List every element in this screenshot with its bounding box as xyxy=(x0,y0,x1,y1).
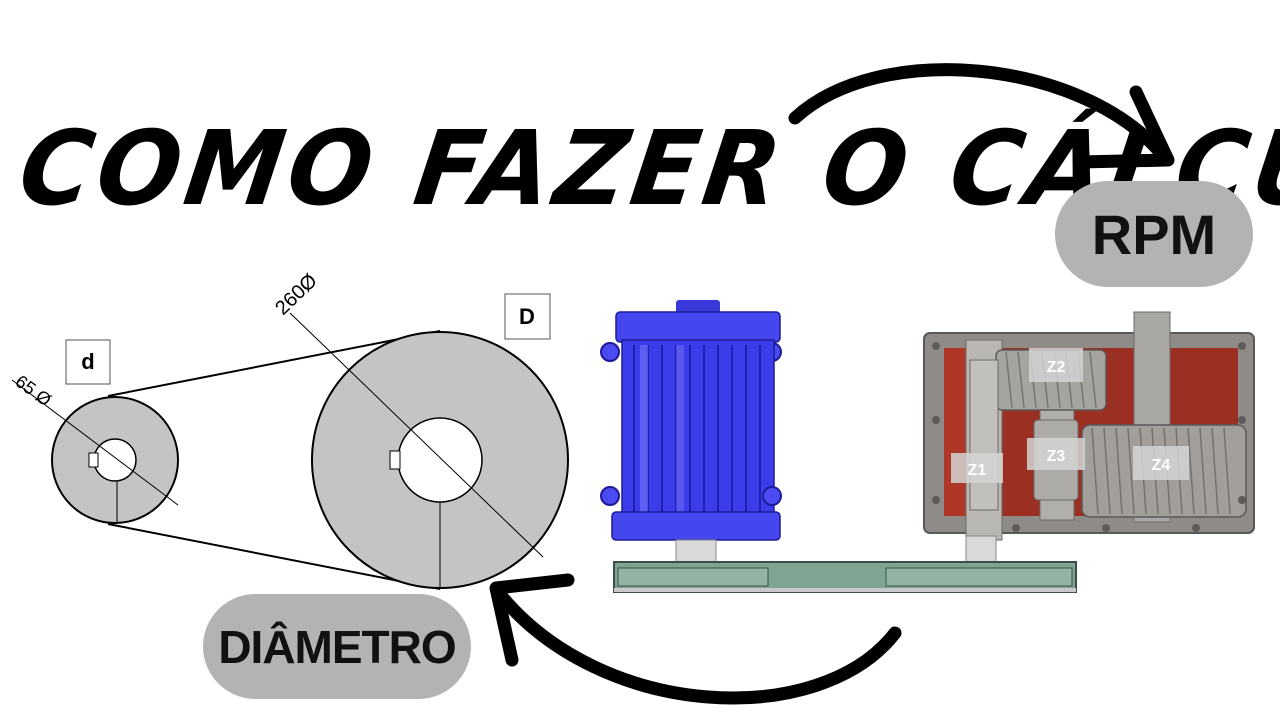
small-dimension-text: 65 Ø xyxy=(12,371,55,410)
rpm-badge-label: RPM xyxy=(1091,202,1217,266)
gear-label-z3: Z3 xyxy=(1047,448,1066,465)
belt-top-line xyxy=(107,330,441,397)
large-label-box xyxy=(504,293,551,340)
small-dimension-line xyxy=(11,379,179,506)
small-pulley-bore xyxy=(93,438,137,482)
electric-motor xyxy=(600,300,782,565)
small-label-box xyxy=(65,339,111,385)
gear-label-z2: Z2 xyxy=(1047,359,1066,376)
arrow-to-diameter xyxy=(489,573,902,705)
large-label: D xyxy=(519,304,535,329)
rpm-badge: RPM xyxy=(1055,181,1253,287)
large-keyway xyxy=(389,450,401,470)
large-dimension-text: 260Ø xyxy=(271,270,321,320)
transmission-belt xyxy=(613,561,1077,593)
small-keyway xyxy=(88,452,99,468)
large-dimension-line xyxy=(289,312,544,558)
gearbox: Z1 Z2 Z3 Z4 xyxy=(923,311,1255,563)
diameter-badge-label: DIÂMETRO xyxy=(218,620,456,673)
large-pulley-bore xyxy=(397,417,483,503)
belt-bottom-line xyxy=(107,523,441,590)
small-label: d xyxy=(81,349,94,374)
gear-label-z4: Z4 xyxy=(1152,457,1171,474)
pulley-diagram: 65 Ø 260Ø d D xyxy=(11,270,569,590)
gear-label-z1: Z1 xyxy=(968,462,987,479)
arrow-to-rpm xyxy=(788,63,1175,169)
diameter-badge: DIÂMETRO xyxy=(203,594,471,699)
